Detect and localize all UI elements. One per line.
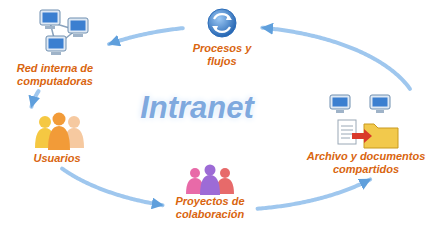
computer-base	[376, 110, 384, 113]
node-label: Red interna de computadoras	[5, 62, 105, 88]
process-sphere	[208, 9, 236, 37]
computer-base	[73, 34, 83, 37]
computer-screen	[333, 98, 348, 107]
process-arrow	[226, 15, 232, 20]
person-body	[200, 175, 220, 195]
icon-label-node: Red interna de computadoras	[5, 6, 105, 88]
shared-files-icon	[330, 95, 398, 148]
person-head	[220, 168, 230, 178]
node-label: Archivo y documentos compartidos	[298, 150, 434, 176]
person-head	[190, 168, 200, 178]
document-lines	[341, 126, 353, 138]
icon-label-node: Usuarios	[27, 110, 87, 165]
computer-monitor	[370, 95, 390, 109]
computer-base	[336, 110, 344, 113]
computer-monitor	[330, 95, 350, 109]
process-arrow	[212, 26, 218, 31]
cycle-arrow	[109, 28, 183, 44]
diagram-title: Intranet	[140, 90, 254, 126]
process-icon	[208, 9, 236, 37]
computer-monitor	[68, 18, 88, 33]
icon-label-node: Proyectos de colaboración	[167, 165, 253, 221]
cycle-arrow	[258, 179, 371, 208]
computer-screen	[373, 98, 388, 107]
person-head	[53, 113, 66, 126]
icon-label-node: Archivo y documentos compartidos	[298, 92, 434, 176]
node-label: Usuarios	[33, 152, 80, 165]
cycle-arrow	[31, 91, 38, 107]
person-head	[39, 116, 51, 128]
node-label: Proyectos de colaboración	[167, 195, 253, 221]
computer-screen	[49, 39, 64, 49]
network-icon	[40, 10, 88, 55]
computer-monitor	[40, 10, 60, 25]
cycle-arrow	[62, 169, 162, 206]
users-icon	[35, 113, 84, 151]
transfer-arrow	[352, 129, 372, 143]
person-body	[48, 126, 70, 150]
cycle-arrow	[262, 28, 410, 89]
icon-label-node: Procesos y flujos	[186, 6, 258, 68]
computer-screen	[43, 13, 58, 23]
person-head	[205, 165, 216, 176]
document-sheet	[338, 120, 356, 144]
computer-screen	[71, 21, 86, 31]
computer-base	[45, 26, 55, 29]
node-label: Procesos y flujos	[186, 42, 258, 68]
collaboration-icon	[186, 165, 234, 196]
person-head	[68, 116, 80, 128]
computer-base	[51, 52, 61, 55]
computer-monitor	[46, 36, 66, 51]
